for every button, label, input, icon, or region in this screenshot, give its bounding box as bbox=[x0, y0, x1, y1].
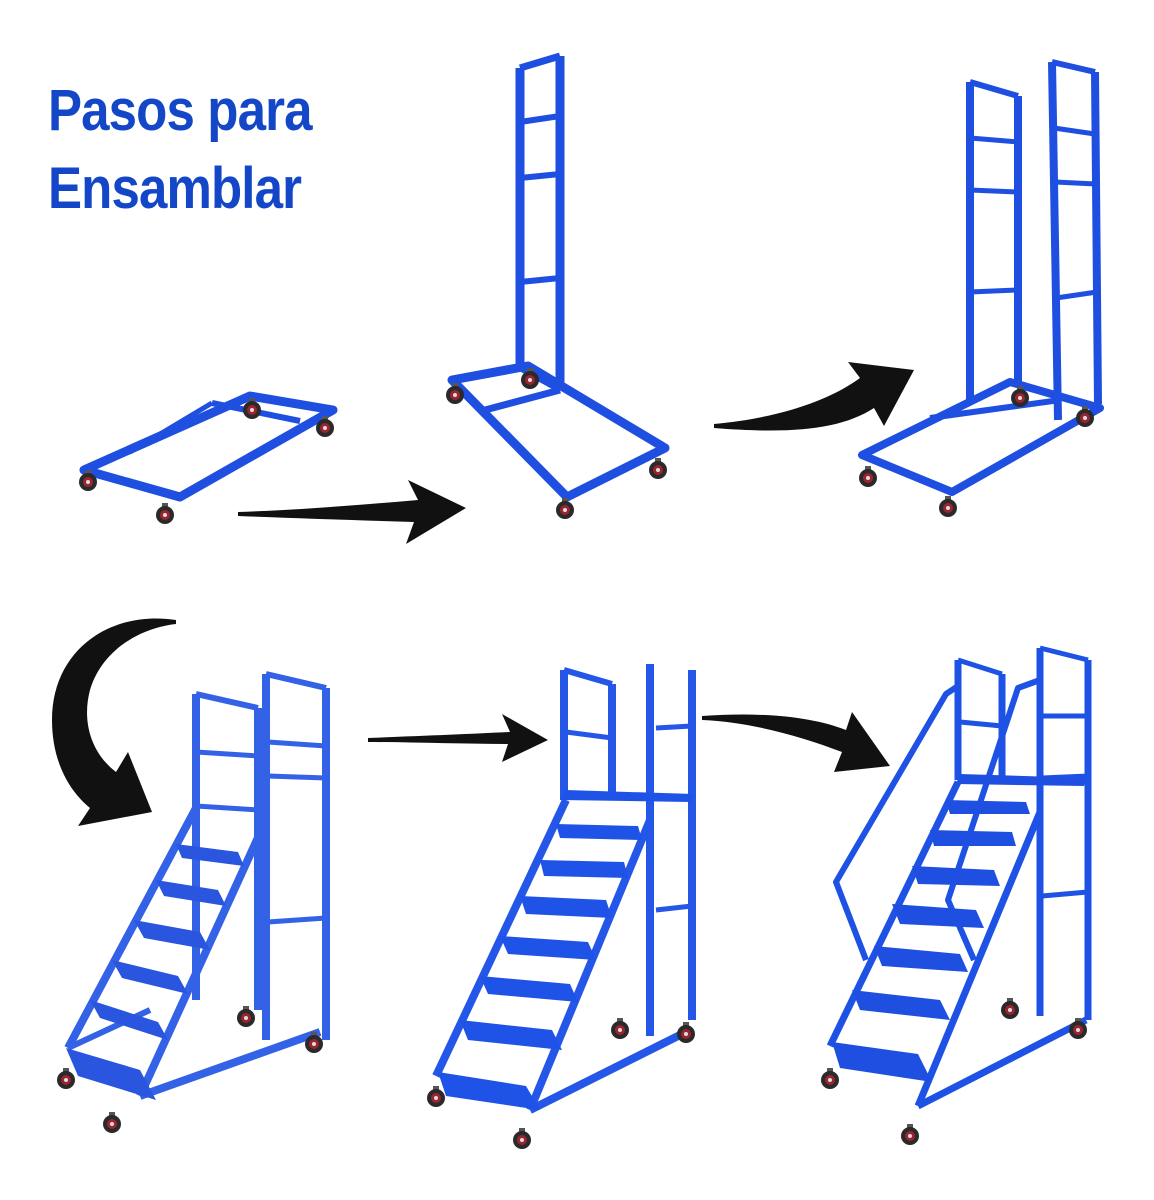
step-5-stairs-platform bbox=[432, 664, 696, 1114]
step-3-double-upright bbox=[858, 59, 1104, 496]
arrow-right-icon bbox=[368, 714, 548, 762]
step-6-treads bbox=[832, 774, 1086, 1082]
title-line-1: Pasos para bbox=[48, 78, 312, 143]
arrow-right-icon bbox=[714, 362, 914, 431]
arrow-right-icon bbox=[238, 480, 466, 544]
curved-arrow-icon bbox=[52, 618, 176, 826]
arrow-right-icon bbox=[702, 712, 890, 772]
step-4-treads bbox=[66, 844, 244, 1100]
step-4-stairs bbox=[64, 671, 330, 1100]
step-6-complete-ladder bbox=[826, 645, 1092, 1110]
step-2-single-upright bbox=[447, 52, 670, 502]
step-1-base-frame bbox=[79, 391, 338, 502]
page-title: Pasos para Ensamblar bbox=[48, 72, 312, 228]
title-line-2: Ensamblar bbox=[48, 156, 302, 221]
step-5-treads bbox=[438, 790, 694, 1110]
